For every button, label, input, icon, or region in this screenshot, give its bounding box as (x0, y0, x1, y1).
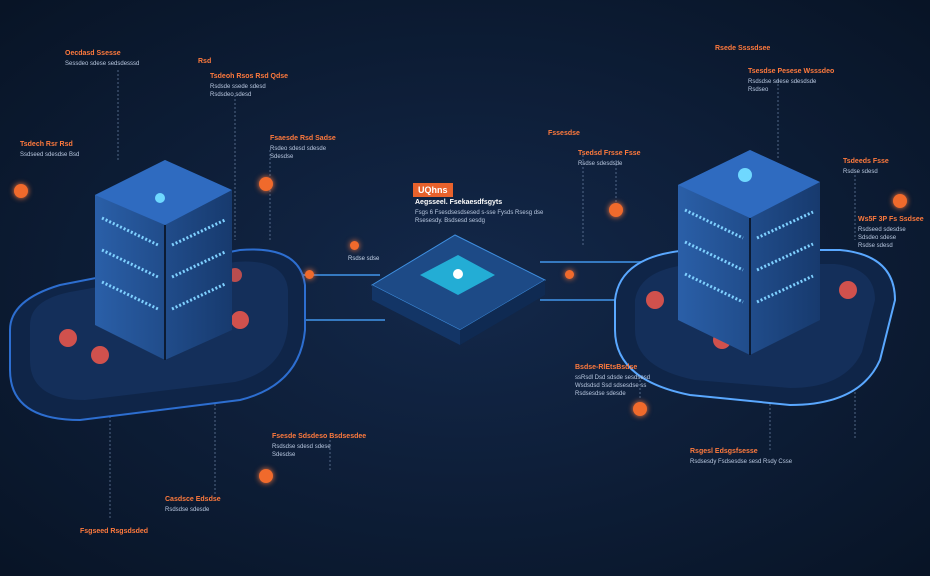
annotation-label: Fsgseed Rsgsdsded (80, 528, 148, 538)
annotation-title: Tsedsd Frsse Fsse (578, 150, 641, 157)
annotation-text: Rsdsesdy Fsdsesdse sesd Rsdy Csse (690, 459, 793, 465)
annotation-text: Rsdsdse sdese sdesdsde (748, 79, 817, 85)
node-icon (259, 177, 273, 191)
node-icon (565, 270, 574, 279)
annotation-label: Bsdse-RlEtsBsdse ssRsdl Dsd sdsde sesdses… (575, 364, 650, 398)
annotation-text: Rsdsdse sdesd sdese (272, 444, 331, 450)
annotation-text: Rsdseed sdesdse (858, 227, 906, 233)
annotation-label: Rsede Ssssdsee (715, 45, 770, 55)
annotation-title: Fsaesde Rsd Sadse (270, 135, 336, 142)
center-title: Aegsseel. Fsekaesdfsgyts (415, 199, 503, 206)
annotation-title: Tsesdse Pesese Wsssdeo (748, 68, 835, 75)
annotation-text: Sdesdse (270, 154, 294, 160)
left-server-platform (9, 160, 306, 422)
annotation-title: Bsdse-RlEtsBsdse (575, 364, 638, 371)
annotation-text: ssRsdl Dsd sdsde sesdsesd (575, 375, 651, 381)
annotation-title: Fsesde Sdsdeso Bsdsesdee (272, 433, 367, 440)
annotation-text: Rsdse sdesd (858, 243, 893, 249)
node-icon (609, 203, 623, 217)
annotation-text: Ssdseed sdesdse Bsd (20, 152, 80, 158)
annotation-title: Tsdeoh Rsos Rsd Qdse (210, 73, 289, 80)
annotation-text: Rsdsesdse sdesde (575, 391, 626, 397)
annotation-text: Rsdse sdesdsde (578, 161, 623, 167)
annotation-title: Tsdech Rsr Rsd (20, 141, 73, 148)
annotation-text: Rsdseo (748, 87, 769, 93)
left-server-stack (95, 160, 232, 360)
center-badge: UQhns (413, 183, 453, 197)
annotation-text: Rsdsdeo sdesd (210, 92, 252, 98)
annotation-text: Sdesdse (272, 452, 296, 458)
center-label: Aegsseel. Fsekaesdfsgyts Fsgs 6 Fsesdses… (415, 199, 543, 225)
annotation-text: Rsdeo sdesd sdesde (270, 146, 327, 152)
annotation-title: Casdsce Edsdse (165, 496, 221, 503)
annotation-title: Tsdeeds Fsse (843, 158, 889, 165)
center-sub: Rsesesdy. Bsdsesd sesdg (415, 218, 485, 224)
annotation-title: Ws5F 3P Fs Ssdsee (858, 216, 924, 223)
annotation-text: Sdsdeo sdese (858, 235, 897, 241)
node-icon (893, 194, 907, 208)
node-icon (633, 402, 647, 416)
annotation-title: Rsede Ssssdsee (715, 45, 771, 52)
right-server-platform (614, 150, 897, 407)
small-caption: Rsdse sdse (348, 256, 380, 262)
annotation-title: Rsd (198, 58, 212, 65)
annotation-text: Wsdsdsd Ssd sdsesdse ss (575, 383, 647, 389)
node-icon (350, 241, 359, 250)
annotation-text: Rsdsde ssede sdesd (210, 84, 266, 90)
center-sub: Fsgs 6 Fsesdsesdsesed s-sse Fysds Rsesg … (415, 210, 544, 216)
annotation-text: Rsdsdse sdesde (165, 507, 210, 513)
annotation-title: Fssesdse (548, 130, 580, 137)
node-icon (259, 469, 273, 483)
annotation-text: Rsdse sdesd (843, 169, 878, 175)
node-icon (14, 184, 28, 198)
node-icon (305, 270, 314, 279)
annotation-label: Rsd (198, 58, 211, 68)
annotation-title: Fsgseed Rsgsdsded (80, 528, 149, 535)
center-chip (370, 234, 547, 345)
annotation-text: Sessdeo sdese sedsdesssd (65, 61, 140, 67)
annotation-title: Oecdasd Ssesse (65, 50, 121, 57)
annotation-label: Fssesdse (548, 130, 580, 140)
annotation-title: Rsgesl Edsgsfsesse (690, 448, 758, 455)
right-server-stack (678, 150, 820, 355)
